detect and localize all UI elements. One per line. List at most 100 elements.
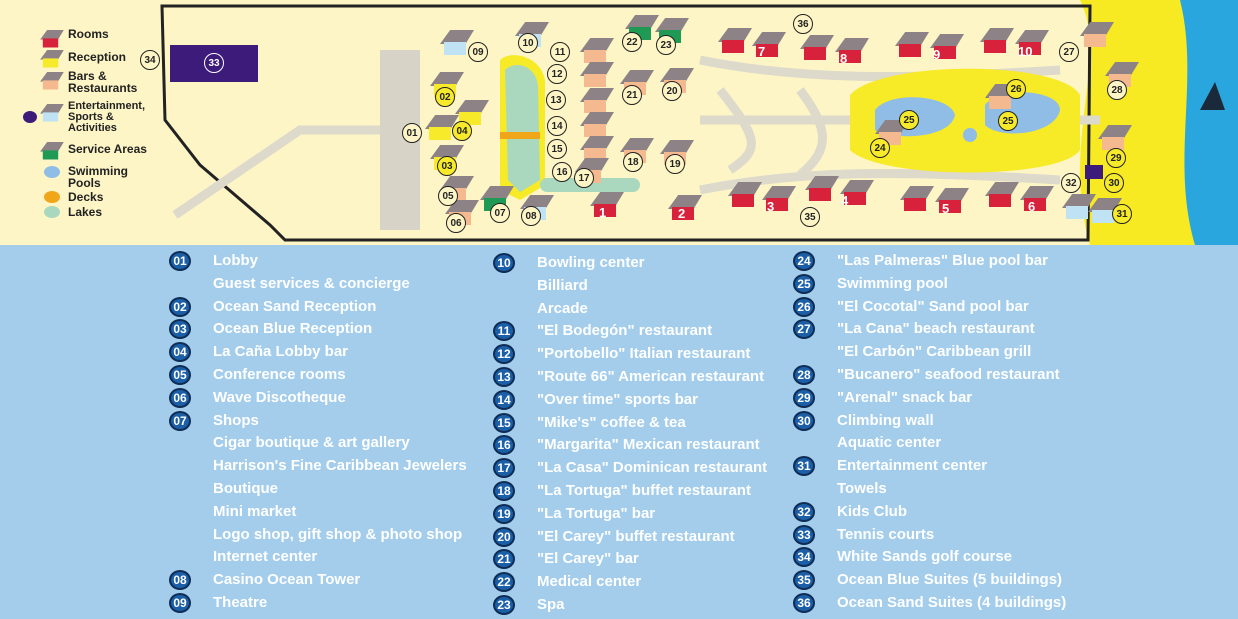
list-item: Ocean Sand Suites (4 buildings) bbox=[837, 594, 1067, 611]
map-marker[interactable]: 34 bbox=[140, 50, 160, 70]
building-icon[interactable] bbox=[718, 28, 752, 54]
list-item: Guest services & concierge bbox=[213, 274, 410, 292]
map-marker[interactable]: 14 bbox=[547, 116, 567, 136]
building-icon[interactable] bbox=[728, 182, 762, 208]
map-marker[interactable]: 24 bbox=[870, 138, 890, 158]
map-marker[interactable]: 09 bbox=[468, 42, 488, 62]
list-number-badge: 16 bbox=[493, 435, 515, 456]
legend-label: Bars & Restaurants bbox=[68, 69, 138, 95]
building-icon[interactable] bbox=[580, 136, 614, 162]
building-icon[interactable] bbox=[580, 62, 614, 88]
building-icon[interactable] bbox=[752, 32, 786, 58]
map-marker[interactable]: 25 bbox=[899, 110, 919, 130]
list-item: Mini market bbox=[213, 502, 297, 520]
map-marker[interactable]: 07 bbox=[490, 203, 510, 223]
building-icon[interactable] bbox=[580, 88, 614, 114]
list-item: "La Tortuga" bar bbox=[537, 504, 656, 522]
map-marker[interactable]: 19 bbox=[665, 154, 685, 174]
map-marker[interactable]: 35 bbox=[800, 207, 820, 227]
list-item: "La Casa" Dominican restaurant bbox=[537, 459, 768, 477]
map-marker[interactable]: 13 bbox=[546, 90, 566, 110]
map-marker[interactable]: 36 bbox=[793, 14, 813, 34]
building-icon[interactable] bbox=[580, 112, 614, 138]
map-marker[interactable]: 28 bbox=[1107, 80, 1127, 100]
map-marker[interactable]: 03 bbox=[437, 156, 457, 176]
map-marker[interactable]: 33 bbox=[204, 53, 224, 73]
map-marker[interactable]: 22 bbox=[622, 32, 642, 52]
building-icon[interactable] bbox=[1015, 30, 1049, 56]
building-icon[interactable] bbox=[930, 34, 964, 60]
building-icon[interactable] bbox=[1098, 125, 1132, 151]
map-marker[interactable]: 04 bbox=[452, 121, 472, 141]
map-marker[interactable]: 10 bbox=[518, 33, 538, 53]
list-number-badge: 33 bbox=[793, 524, 815, 545]
building-icon[interactable] bbox=[980, 28, 1014, 54]
list-number-badge: 12 bbox=[493, 344, 515, 365]
map-marker[interactable]: 08 bbox=[521, 206, 541, 226]
list-item: Ocean Sand Reception bbox=[213, 297, 377, 315]
list-number-badge: 05 bbox=[169, 365, 191, 385]
list-item: White Sands golf course bbox=[837, 548, 1013, 566]
list-number-badge: 25 bbox=[793, 273, 815, 294]
building-icon[interactable] bbox=[900, 186, 934, 212]
building-icon[interactable] bbox=[440, 30, 474, 56]
map-marker[interactable]: 21 bbox=[622, 85, 642, 105]
legend-bars: Bars & Restaurants bbox=[68, 70, 140, 94]
legend-swatch-icon bbox=[44, 191, 60, 203]
building-icon[interactable] bbox=[580, 38, 614, 64]
list-number-badge: 27 bbox=[793, 319, 815, 340]
building-icon[interactable] bbox=[840, 180, 874, 206]
map-marker[interactable]: 11 bbox=[550, 42, 570, 62]
map-marker[interactable]: 12 bbox=[547, 64, 567, 84]
legend-rooms: Rooms bbox=[68, 28, 109, 40]
map-marker[interactable]: 01 bbox=[402, 123, 422, 143]
map-marker[interactable]: 02 bbox=[435, 87, 455, 107]
building-icon[interactable] bbox=[590, 192, 624, 218]
building-icon[interactable] bbox=[800, 35, 834, 61]
list-item: Tennis courts bbox=[837, 525, 935, 543]
building-icon[interactable] bbox=[805, 176, 839, 202]
list-item: "La Cana" beach restaurant bbox=[837, 320, 1035, 338]
list-item: Logo shop, gift shop & photo shop bbox=[213, 525, 463, 543]
building-icon[interactable] bbox=[425, 115, 459, 141]
legend-house-icon bbox=[40, 142, 64, 160]
map-marker[interactable]: 29 bbox=[1106, 148, 1126, 168]
legend-swatch-icon bbox=[44, 166, 60, 178]
building-icon[interactable] bbox=[835, 38, 869, 64]
legend-decks: Decks bbox=[68, 191, 103, 203]
list-number-badge: 11 bbox=[493, 321, 515, 342]
building-icon[interactable] bbox=[985, 182, 1019, 208]
legend-label: Rooms bbox=[68, 27, 109, 41]
map-marker[interactable]: 23 bbox=[656, 35, 676, 55]
map-marker[interactable]: 30 bbox=[1104, 173, 1124, 193]
map-marker[interactable]: 05 bbox=[438, 186, 458, 206]
map-marker[interactable]: 31 bbox=[1112, 204, 1132, 224]
building-icon[interactable] bbox=[935, 188, 969, 214]
room-building-number: 6 bbox=[1028, 199, 1036, 214]
list-number-badge: 32 bbox=[793, 501, 815, 522]
map-marker[interactable]: 17 bbox=[574, 168, 594, 188]
map-marker[interactable]: 25 bbox=[998, 111, 1018, 131]
building-icon[interactable] bbox=[762, 186, 796, 212]
building-icon[interactable] bbox=[1020, 186, 1054, 212]
building-icon[interactable] bbox=[1062, 194, 1096, 220]
map-marker[interactable]: 18 bbox=[623, 152, 643, 172]
list-item: La Caña Lobby bar bbox=[213, 343, 349, 361]
building-icon[interactable] bbox=[668, 195, 702, 221]
room-building-number: 4 bbox=[841, 193, 849, 208]
room-building-number: 5 bbox=[942, 201, 950, 216]
map-marker[interactable]: 15 bbox=[547, 139, 567, 159]
room-building-number: 7 bbox=[758, 44, 766, 59]
map-marker[interactable]: 16 bbox=[552, 162, 572, 182]
list-number-badge: 06 bbox=[169, 387, 191, 408]
map-marker[interactable]: 27 bbox=[1059, 42, 1079, 62]
map-marker[interactable]: 20 bbox=[662, 81, 682, 101]
building-icon[interactable] bbox=[1080, 22, 1114, 48]
tennis-courts[interactable]: 33 bbox=[170, 45, 258, 82]
map-marker[interactable]: 06 bbox=[446, 213, 466, 233]
map-marker[interactable]: 32 bbox=[1061, 173, 1081, 193]
legend-lakes: Lakes bbox=[68, 206, 102, 218]
map-marker[interactable]: 26 bbox=[1006, 79, 1026, 99]
building-icon[interactable] bbox=[895, 32, 929, 58]
